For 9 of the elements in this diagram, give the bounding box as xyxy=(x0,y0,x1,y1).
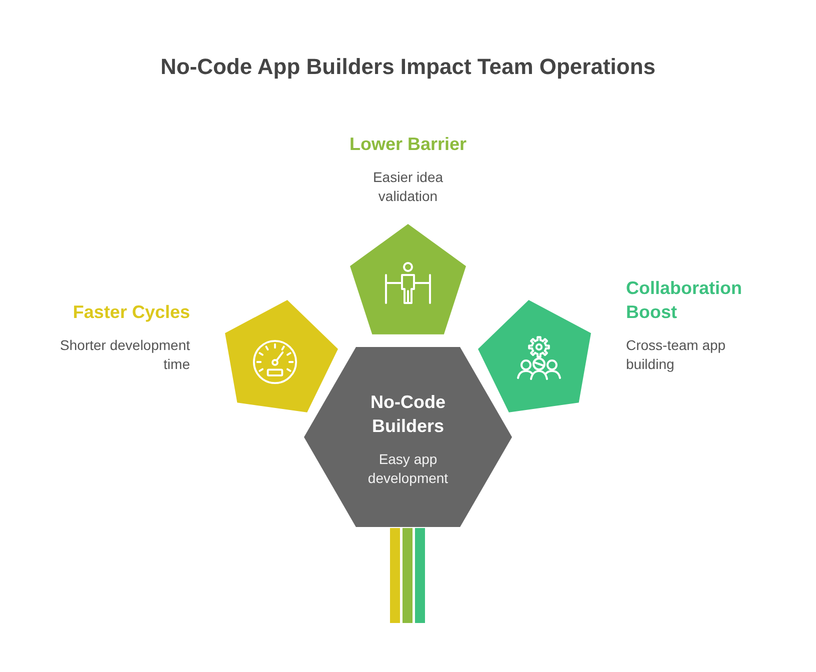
heading: Faster Cycles xyxy=(72,302,190,322)
description: Easier idea validation xyxy=(372,169,444,204)
description: Easy app development xyxy=(368,451,448,486)
description: Shorter development time xyxy=(60,337,190,372)
heading: Collaboration Boost xyxy=(626,278,742,322)
title: No-Code App Builders Impact Team Operations xyxy=(160,54,656,79)
description: Cross-team app building xyxy=(626,337,726,372)
heading: Lower Barrier xyxy=(349,134,467,154)
heading: No-Code Builders xyxy=(370,392,446,436)
